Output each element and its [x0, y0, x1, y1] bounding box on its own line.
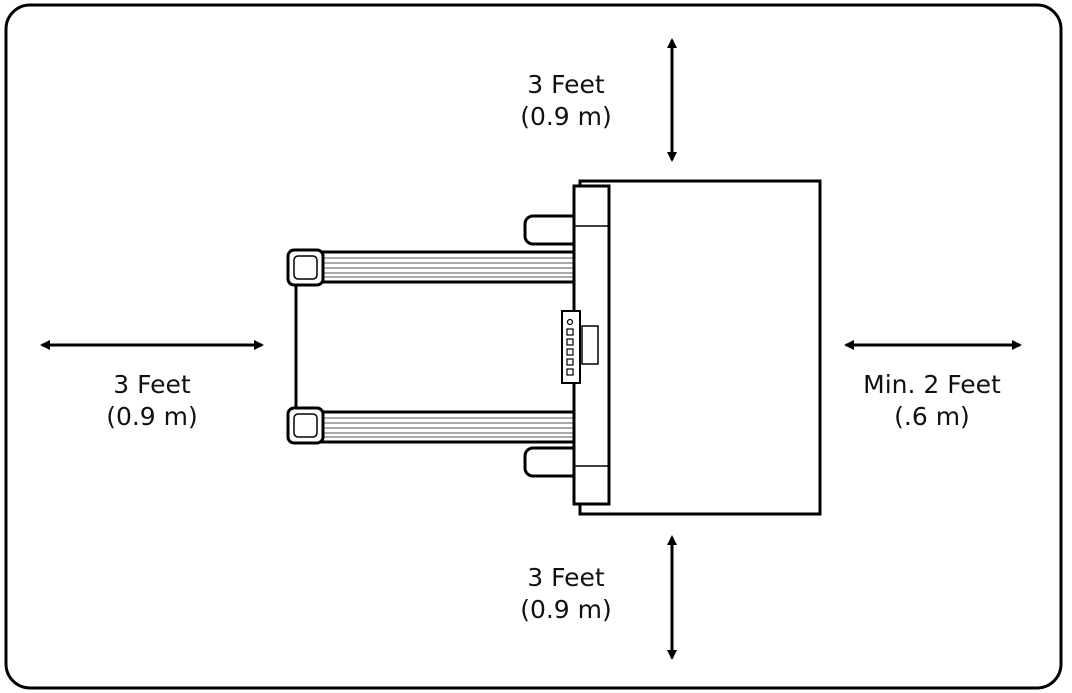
bottom-clearance-distance: 3 Feet: [527, 563, 605, 592]
treadmill-top-view-icon: [286, 179, 822, 516]
bottom-rail-grip-lines: [322, 417, 574, 438]
top-rail-grip-lines: [322, 257, 574, 278]
rear-end-cap-top-inner: [293, 255, 318, 280]
left-clearance-metric: (0.9 m): [106, 402, 198, 431]
control-buttons: [566, 328, 574, 376]
left-clearance-distance: 3 Feet: [113, 370, 191, 399]
treadmill-deck: [294, 266, 583, 430]
handle-bottom: [523, 446, 582, 478]
top-clearance-metric: (0.9 m): [520, 102, 612, 131]
top-clearance-label: 3 Feet (0.9 m): [496, 69, 636, 133]
power-indicator-icon: [566, 318, 574, 326]
bottom-clearance-metric: (0.9 m): [520, 595, 612, 624]
rear-end-cap-bottom-inner: [293, 413, 318, 438]
left-clearance-label: 3 Feet (0.9 m): [82, 369, 222, 433]
right-clearance-metric: (.6 m): [894, 402, 970, 431]
right-clearance-label: Min. 2 Feet (.6 m): [842, 369, 1022, 433]
right-clearance-distance: Min. 2 Feet: [863, 370, 1001, 399]
display-screen: [581, 325, 599, 365]
motor-housing: [578, 179, 822, 516]
bottom-clearance-label: 3 Feet (0.9 m): [496, 562, 636, 626]
handle-top: [523, 214, 582, 246]
top-clearance-distance: 3 Feet: [527, 70, 605, 99]
